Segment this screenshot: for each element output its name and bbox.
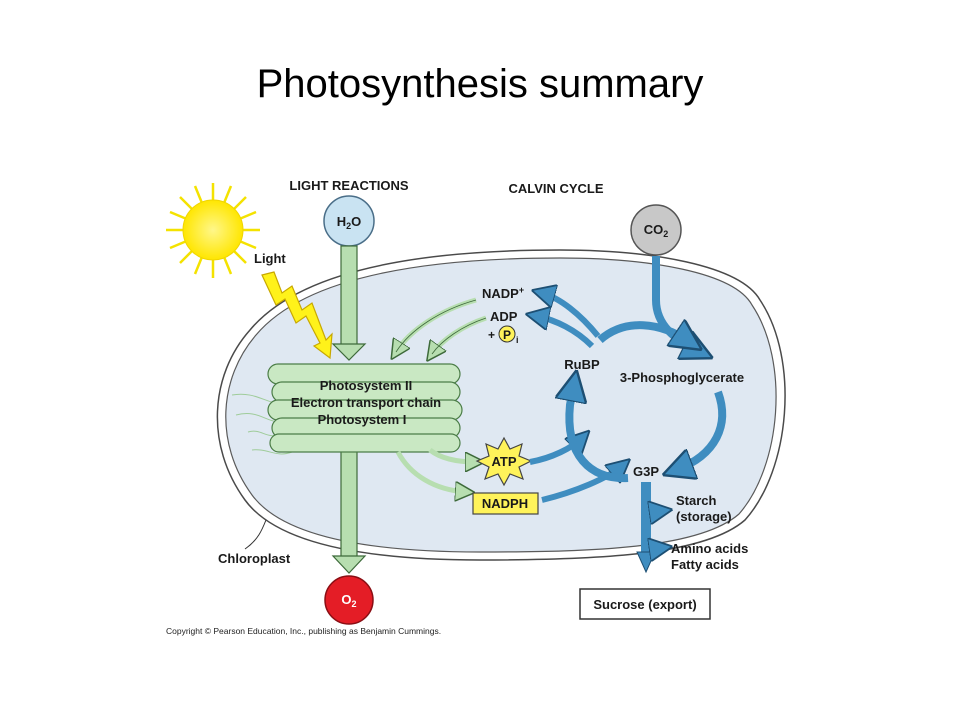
- co2-label: CO2: [644, 222, 669, 239]
- pi-plus-label: +: [488, 328, 495, 342]
- g3p-label: G3P: [633, 464, 659, 479]
- nadph-label: NADPH: [482, 496, 528, 511]
- sucrose-box: [579, 588, 711, 620]
- h2o-input-arrowhead: [331, 343, 367, 361]
- g3p-output-arrowhead: [636, 551, 656, 574]
- nadph-to-cycle-arrow: [541, 466, 622, 503]
- calvin-cycle-header: CALVIN CYCLE: [508, 181, 603, 196]
- copyright-notice: Copyright © Pearson Education, Inc., pub…: [166, 626, 442, 636]
- thylakoid-stack: [231, 363, 463, 455]
- adp-label: ADP: [490, 309, 518, 324]
- nadp-to-thylakoid-arrow-outline: [395, 299, 477, 353]
- starch-label: Starch: [676, 493, 717, 508]
- light-reactions-header: LIGHT REACTIONS: [289, 178, 408, 193]
- pga-to-g3p-arrow: [676, 390, 727, 470]
- g3p-to-starch-arrow: [643, 505, 662, 511]
- pi-letter: P: [503, 328, 511, 342]
- thylakoid-to-atp-arrow: [428, 447, 476, 462]
- nadp-label: NADP+: [482, 285, 524, 301]
- sucrose-label: Sucrose (export): [593, 597, 696, 612]
- nadph-box: [472, 492, 539, 515]
- h2o-label: H2O: [337, 214, 362, 231]
- starch-storage-label: (storage): [676, 509, 732, 524]
- h2o-input-arrow: [340, 245, 358, 347]
- sun-icon: [166, 183, 260, 278]
- thylakoid-to-nadph-arrow: [395, 450, 466, 492]
- light-label: Light: [254, 251, 286, 266]
- atp-burst-icon: [475, 436, 533, 487]
- phosphate-icon: [498, 325, 516, 343]
- co2-circle: [630, 204, 682, 256]
- chloroplast-outer-membrane: [216, 249, 786, 561]
- o2-output-arrowhead: [331, 555, 367, 574]
- chloroplast-label: Chloroplast: [218, 551, 291, 566]
- adp-to-thylakoid-arrow-outline: [431, 317, 487, 355]
- cycle-to-adp-arrow: [536, 316, 595, 349]
- chloroplast-inner-membrane: [225, 257, 777, 553]
- slide-title: Photosynthesis summary: [256, 62, 704, 106]
- rubp-to-pga-arrow: [597, 325, 690, 342]
- atp-label: ATP: [491, 454, 516, 469]
- o2-label: O2: [341, 592, 356, 609]
- cycle-to-nadp-arrow: [542, 293, 601, 338]
- rubp-label: RuBP: [564, 357, 600, 372]
- amino-acids-label: Amino acids: [671, 541, 748, 556]
- etc-label: Electron transport chain: [291, 395, 441, 410]
- atp-to-cycle-arrow: [529, 438, 582, 465]
- photosystem-i-label: Photosystem I: [318, 412, 407, 427]
- chloroplast-pointer-line: [244, 519, 267, 550]
- o2-circle: [324, 575, 374, 625]
- g3p-to-rubp-arrow: [569, 384, 629, 483]
- photosystem-ii-label: Photosystem II: [320, 378, 412, 393]
- g3p-to-amino-arrow: [643, 540, 662, 548]
- lightning-bolt-icon: [261, 271, 333, 360]
- fatty-acids-label: Fatty acids: [671, 557, 739, 572]
- pga-label: 3-Phosphoglycerate: [620, 370, 744, 385]
- pi-sub: i: [516, 335, 519, 345]
- o2-output-arrow: [340, 445, 358, 559]
